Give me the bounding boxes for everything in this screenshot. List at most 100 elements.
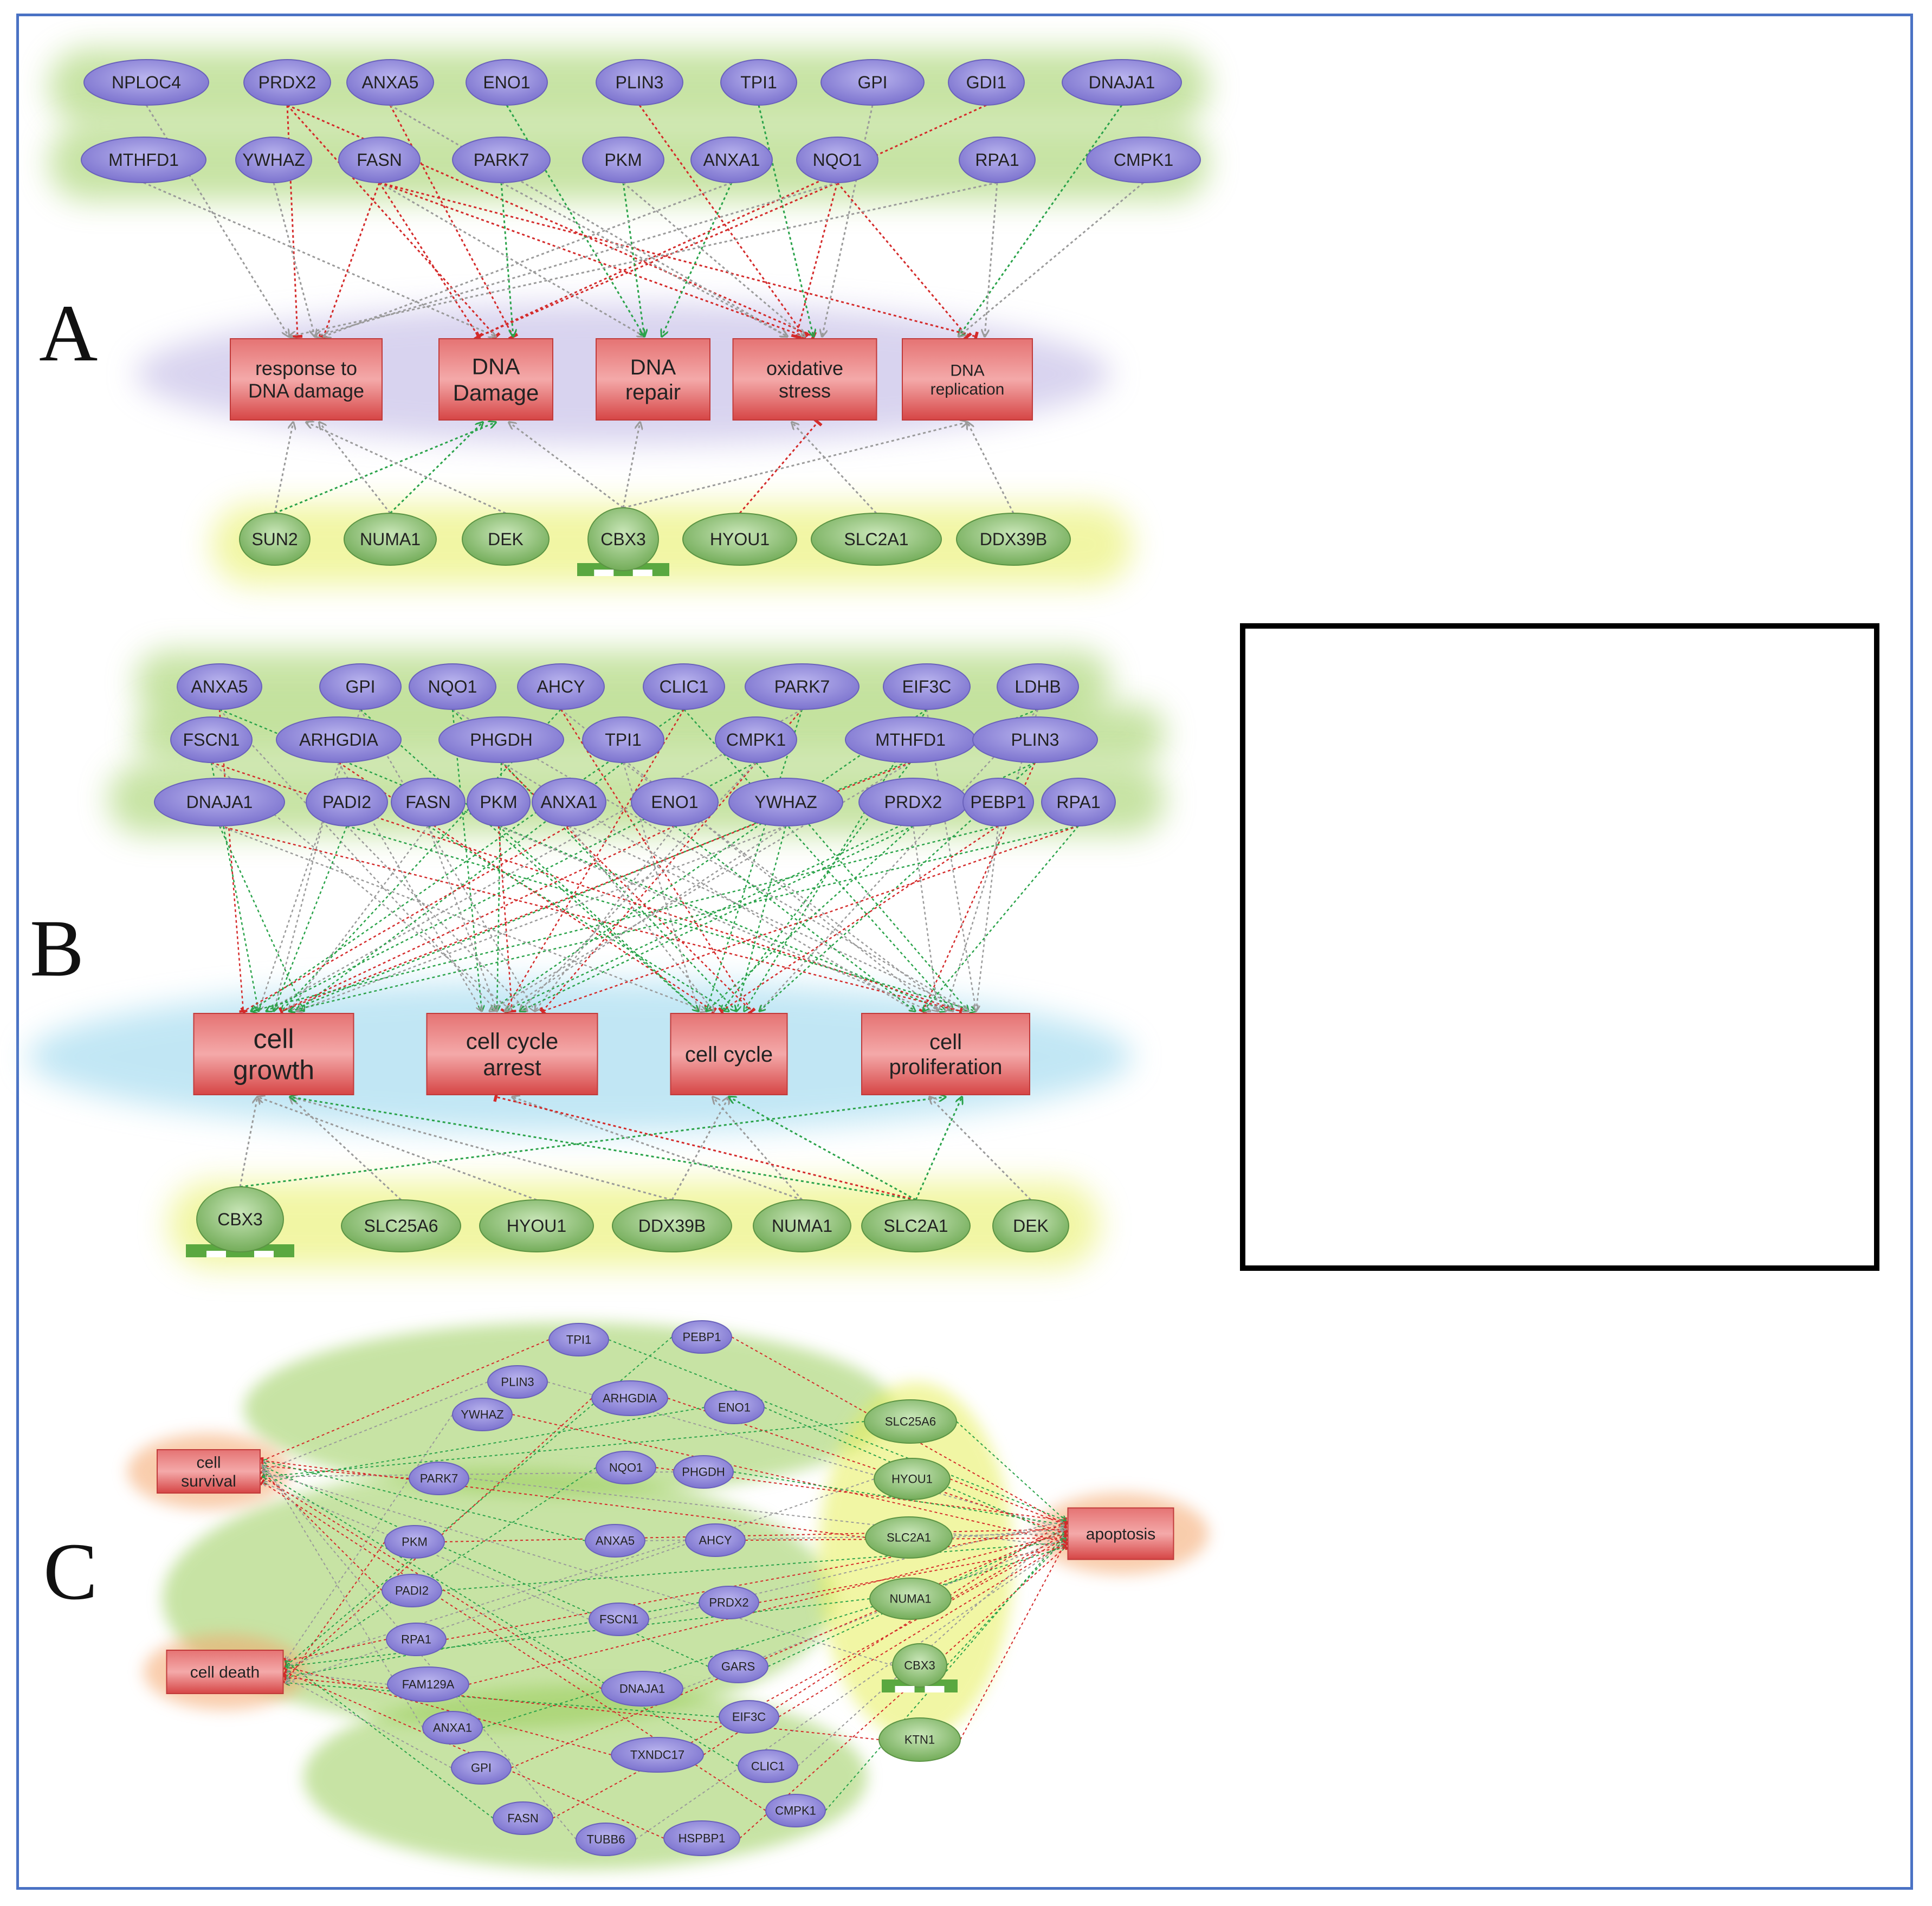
up-protein-cmpk1-node[interactable]	[765, 1794, 826, 1827]
up-protein-arhgdia-node[interactable]	[591, 1380, 668, 1416]
process-cell-proliferation-box[interactable]	[861, 1013, 1030, 1095]
process-response-to-dna-damage-box[interactable]	[230, 338, 383, 421]
down-protein-cbx3-node[interactable]	[882, 1643, 958, 1692]
up-protein-nqo1-node[interactable]	[409, 663, 496, 710]
up-protein-ahcy-node[interactable]	[685, 1523, 746, 1557]
down-protein-ddx39b-node[interactable]	[612, 1199, 732, 1252]
up-protein-gars-node[interactable]	[708, 1650, 768, 1683]
up-protein-ywhaz-node[interactable]	[728, 778, 843, 826]
down-protein-hyou1-node[interactable]	[479, 1199, 594, 1252]
up-protein-fasn-node[interactable]	[493, 1801, 553, 1835]
up-protein-ahcy-node[interactable]	[517, 663, 605, 710]
up-protein-anxa5-node[interactable]	[346, 59, 434, 106]
up-protein-clic1-node[interactable]	[738, 1749, 798, 1783]
up-protein-plin3-node[interactable]	[487, 1365, 548, 1399]
up-protein-anxa1-node[interactable]	[690, 137, 773, 183]
down-protein-slc25a6-node[interactable]	[864, 1399, 957, 1444]
down-protein-numa1-node[interactable]	[753, 1199, 851, 1252]
up-protein-cmpk1-node[interactable]	[715, 716, 797, 763]
down-protein-ktn1-node[interactable]	[878, 1717, 961, 1762]
up-protein-fam129a-node[interactable]	[387, 1666, 469, 1702]
up-protein-anxa1-node[interactable]	[532, 778, 606, 826]
up-protein-prdx2-node[interactable]	[699, 1586, 759, 1619]
up-protein-mthfd1-node[interactable]	[81, 137, 206, 183]
up-protein-fscn1-node[interactable]	[170, 716, 253, 763]
up-protein-gpi-node[interactable]	[820, 59, 925, 106]
process-cell-cycle-box[interactable]	[670, 1013, 788, 1095]
down-protein-sun2-node[interactable]	[239, 513, 311, 566]
up-protein-ywhaz-node[interactable]	[452, 1398, 513, 1431]
process-cell-survival-box[interactable]	[157, 1449, 261, 1494]
up-protein-rpa1-node[interactable]	[386, 1623, 447, 1656]
up-protein-dnaja1-node[interactable]	[1062, 59, 1182, 106]
down-protein-slc2a1-node[interactable]	[861, 1199, 971, 1252]
up-protein-pkm-node[interactable]	[467, 778, 531, 826]
up-protein-cmpk1-node[interactable]	[1086, 137, 1201, 183]
up-protein-fasn-node[interactable]	[391, 778, 466, 826]
process-cell-growth-box[interactable]	[193, 1013, 354, 1095]
down-protein-slc25a6-node[interactable]	[341, 1199, 461, 1252]
up-protein-park7-node[interactable]	[409, 1462, 469, 1495]
process-apoptosis-box[interactable]	[1067, 1507, 1174, 1560]
up-protein-park7-node[interactable]	[745, 663, 860, 710]
up-protein-pkm-node[interactable]	[384, 1525, 445, 1559]
up-protein-pkm-node[interactable]	[582, 137, 664, 183]
down-protein-dek-node[interactable]	[462, 513, 550, 566]
down-protein-hyou1-node[interactable]	[874, 1458, 951, 1500]
up-protein-fscn1-node[interactable]	[589, 1603, 649, 1636]
down-protein-hyou1-node[interactable]	[682, 513, 797, 566]
process-oxidative-stress-box[interactable]	[732, 338, 877, 421]
up-protein-ldhb-node[interactable]	[997, 663, 1079, 710]
down-protein-numa1-node[interactable]	[869, 1578, 952, 1620]
up-protein-eno1-node[interactable]	[466, 59, 548, 106]
up-protein-tpi1-node[interactable]	[548, 1323, 609, 1356]
up-protein-eno1-node[interactable]	[631, 778, 719, 826]
up-protein-nqo1-node[interactable]	[596, 1451, 656, 1484]
down-protein-ddx39b-node[interactable]	[956, 513, 1071, 566]
up-protein-padi2-node[interactable]	[306, 778, 388, 826]
process-dna-repair-box[interactable]	[596, 338, 710, 421]
process-cell-death-box[interactable]	[166, 1650, 284, 1694]
up-protein-arhgdia-node[interactable]	[276, 716, 402, 763]
process-cell-cycle-arrest-box[interactable]	[426, 1013, 598, 1095]
up-protein-park7-node[interactable]	[452, 137, 551, 183]
down-protein-slc2a1-node[interactable]	[865, 1516, 953, 1559]
up-protein-clic1-node[interactable]	[643, 663, 725, 710]
down-protein-dek-node[interactable]	[992, 1199, 1069, 1252]
up-protein-phgdh-node[interactable]	[438, 716, 564, 763]
up-protein-hspbp1-node[interactable]	[663, 1820, 740, 1856]
up-protein-pebp1-node[interactable]	[671, 1320, 732, 1354]
up-protein-plin3-node[interactable]	[596, 59, 683, 106]
up-protein-phgdh-node[interactable]	[673, 1455, 734, 1489]
up-protein-prdx2-node[interactable]	[243, 59, 331, 106]
up-protein-gpi-node[interactable]	[319, 663, 402, 710]
up-protein-anxa5-node[interactable]	[177, 663, 262, 710]
up-protein-dnaja1-node[interactable]	[154, 778, 285, 826]
up-protein-rpa1-node[interactable]	[1041, 778, 1116, 826]
up-protein-pebp1-node[interactable]	[962, 778, 1034, 826]
up-protein-plin3-node[interactable]	[972, 716, 1098, 763]
down-protein-numa1-node[interactable]	[344, 513, 437, 566]
up-protein-tpi1-node[interactable]	[582, 716, 664, 763]
up-protein-anxa5-node[interactable]	[585, 1524, 645, 1558]
up-protein-nploc4-node[interactable]	[83, 59, 209, 106]
down-protein-slc2a1-node[interactable]	[811, 513, 942, 566]
down-protein-cbx3-node[interactable]	[577, 507, 669, 576]
up-protein-gpi-node[interactable]	[451, 1751, 512, 1785]
up-protein-ywhaz-node[interactable]	[235, 137, 312, 183]
down-protein-cbx3-node[interactable]	[186, 1186, 294, 1257]
up-protein-tubb6-node[interactable]	[576, 1823, 636, 1856]
up-protein-tpi1-node[interactable]	[720, 59, 797, 106]
process-dna-damage-box[interactable]	[438, 338, 553, 421]
up-protein-gdi1-node[interactable]	[948, 59, 1025, 106]
up-protein-nqo1-node[interactable]	[796, 137, 878, 183]
up-protein-fasn-node[interactable]	[338, 137, 421, 183]
up-protein-dnaja1-node[interactable]	[601, 1671, 683, 1707]
up-protein-eif3c-node[interactable]	[719, 1700, 779, 1734]
up-protein-anxa1-node[interactable]	[422, 1711, 483, 1745]
up-protein-eif3c-node[interactable]	[883, 663, 971, 710]
process-dna-replication-box[interactable]	[902, 338, 1033, 421]
up-protein-eno1-node[interactable]	[704, 1391, 765, 1424]
up-protein-padi2-node[interactable]	[382, 1574, 442, 1607]
up-protein-rpa1-node[interactable]	[959, 137, 1036, 183]
